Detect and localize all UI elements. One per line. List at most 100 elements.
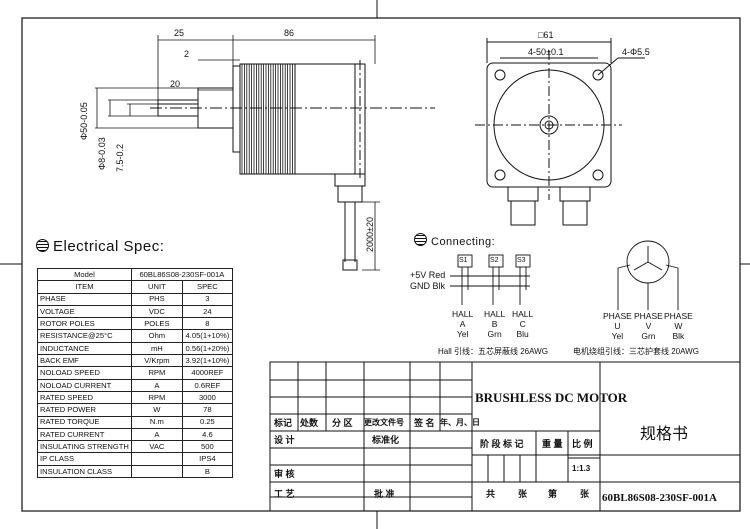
dim-shoulder: 2 — [184, 49, 190, 59]
spec-value: 8 — [181, 317, 233, 331]
connecting-heading-text: Connecting: — [431, 236, 496, 248]
dim-shaft: 20 — [170, 79, 181, 89]
tb-weight: 重 量 — [542, 439, 563, 449]
connecting-heading: Connecting: — [414, 233, 495, 248]
hall-a-color: Yel — [456, 328, 469, 339]
side-dimension-lines — [95, 35, 380, 271]
product-name: BRUSHLESS DC MOTOR — [475, 390, 628, 405]
spec-heading-text: Electrical Spec: — [53, 238, 165, 255]
hall-b-color: Grn — [487, 328, 502, 339]
tb-date: 年、月、日 — [440, 418, 480, 427]
spec-unit: VDC — [130, 304, 183, 319]
spec-row: INSULATION CLASS B — [37, 464, 233, 479]
spec-unit: PHS — [130, 292, 183, 306]
spec-unit: VAC — [130, 440, 183, 454]
phase-u-name: PHASE — [603, 311, 632, 321]
tb-sheet: 张 — [518, 489, 528, 499]
tb-sheet2: 张 — [580, 489, 590, 499]
spec-item: IP CLASS — [37, 452, 132, 466]
hall-c-phase: C — [519, 318, 526, 329]
tb-zone: 分 区 — [332, 418, 353, 428]
phase-v-phase: V — [645, 320, 652, 331]
spec-value: 0.25 — [181, 415, 233, 429]
spec-value: 4.6 — [181, 427, 233, 442]
phase-winding-diagram — [617, 240, 679, 310]
spec-value: 0.56(1+20%) — [181, 341, 233, 356]
hall-a-phase: A — [459, 318, 466, 329]
hall-wiring — [450, 254, 531, 305]
tb-total: 共 — [486, 489, 496, 499]
dim-shaft-dia: Φ8-0.03 — [97, 137, 107, 170]
spec-unit: V/Krpm — [130, 354, 183, 368]
spec-unit — [130, 464, 183, 479]
spec-unit: W — [130, 403, 183, 417]
dim-overall: 25 — [174, 28, 185, 38]
spec-item: ROTOR POLES — [37, 317, 132, 331]
side-view — [150, 60, 435, 271]
spec-item: PHASE — [37, 292, 132, 306]
spec-value: 4000REF — [181, 366, 233, 380]
phase-u-color: Yel — [611, 330, 624, 341]
scale-value: 1:1.3 — [572, 464, 591, 473]
phase-u-phase: U — [614, 320, 621, 331]
spec-item: RATED SPEED — [37, 390, 132, 405]
dim-flange-dia: Φ50-0.05 — [79, 102, 89, 140]
spec-unit: mH — [130, 341, 183, 356]
tb-standard: 标准化 — [372, 435, 400, 445]
phase-note: 电机绕组引线：三芯护套线 20AWG — [573, 347, 699, 356]
spec-unit: POLES — [130, 317, 183, 331]
tb-count: 处数 — [300, 418, 319, 428]
model-value: 60BL86S08-230SF-001A — [130, 267, 233, 282]
phase-v-color: Grn — [641, 330, 656, 341]
spec-value: 3.92(1+10%) — [181, 354, 233, 368]
phase-v-name: PHASE — [634, 311, 663, 321]
spec-value: 4.05(1+10%) — [181, 329, 233, 343]
spec-value: 3 — [181, 292, 233, 306]
front-view — [475, 38, 645, 226]
spec-heading: Electrical Spec: — [36, 238, 164, 255]
tb-ratio: 比 例 — [572, 439, 593, 449]
tb-review: 审 核 — [274, 469, 295, 479]
tb-process: 工 艺 — [274, 489, 295, 499]
spec-unit — [130, 452, 183, 466]
spec-unit: N.m — [130, 415, 183, 429]
supply-gnd: GND Blk — [410, 281, 446, 291]
spec-item: RATED POWER — [37, 403, 132, 417]
globe-icon-2 — [414, 233, 427, 246]
spec-value: 3000 — [181, 390, 233, 405]
spec-item: INDUCTANCE — [37, 341, 132, 356]
spec-unit: Ohm — [130, 329, 183, 343]
spec-unit: RPM — [130, 390, 183, 405]
phase-w-color: Blk — [672, 330, 685, 341]
globe-icon — [36, 239, 49, 252]
spec-value: 78 — [181, 403, 233, 417]
spec-item: INSULATION CLASS — [37, 464, 132, 479]
spec-value: 500 — [181, 440, 233, 454]
hall-c-name: HALL — [512, 309, 534, 319]
hall-c-color: Blu — [516, 328, 529, 339]
tb-sign: 签 名 — [414, 418, 435, 428]
tb-approve: 批 准 — [374, 489, 395, 499]
tb-doc-no: 更改文件号 — [364, 418, 404, 427]
supply-5v: +5V Red — [410, 270, 446, 280]
spec-item: INSULATING STRENGTH — [37, 440, 132, 454]
spec-value: B — [181, 464, 233, 479]
dim-flat: 7.5-0.2 — [115, 143, 125, 172]
spec-item: RESISTANCE@25°C — [37, 329, 132, 343]
